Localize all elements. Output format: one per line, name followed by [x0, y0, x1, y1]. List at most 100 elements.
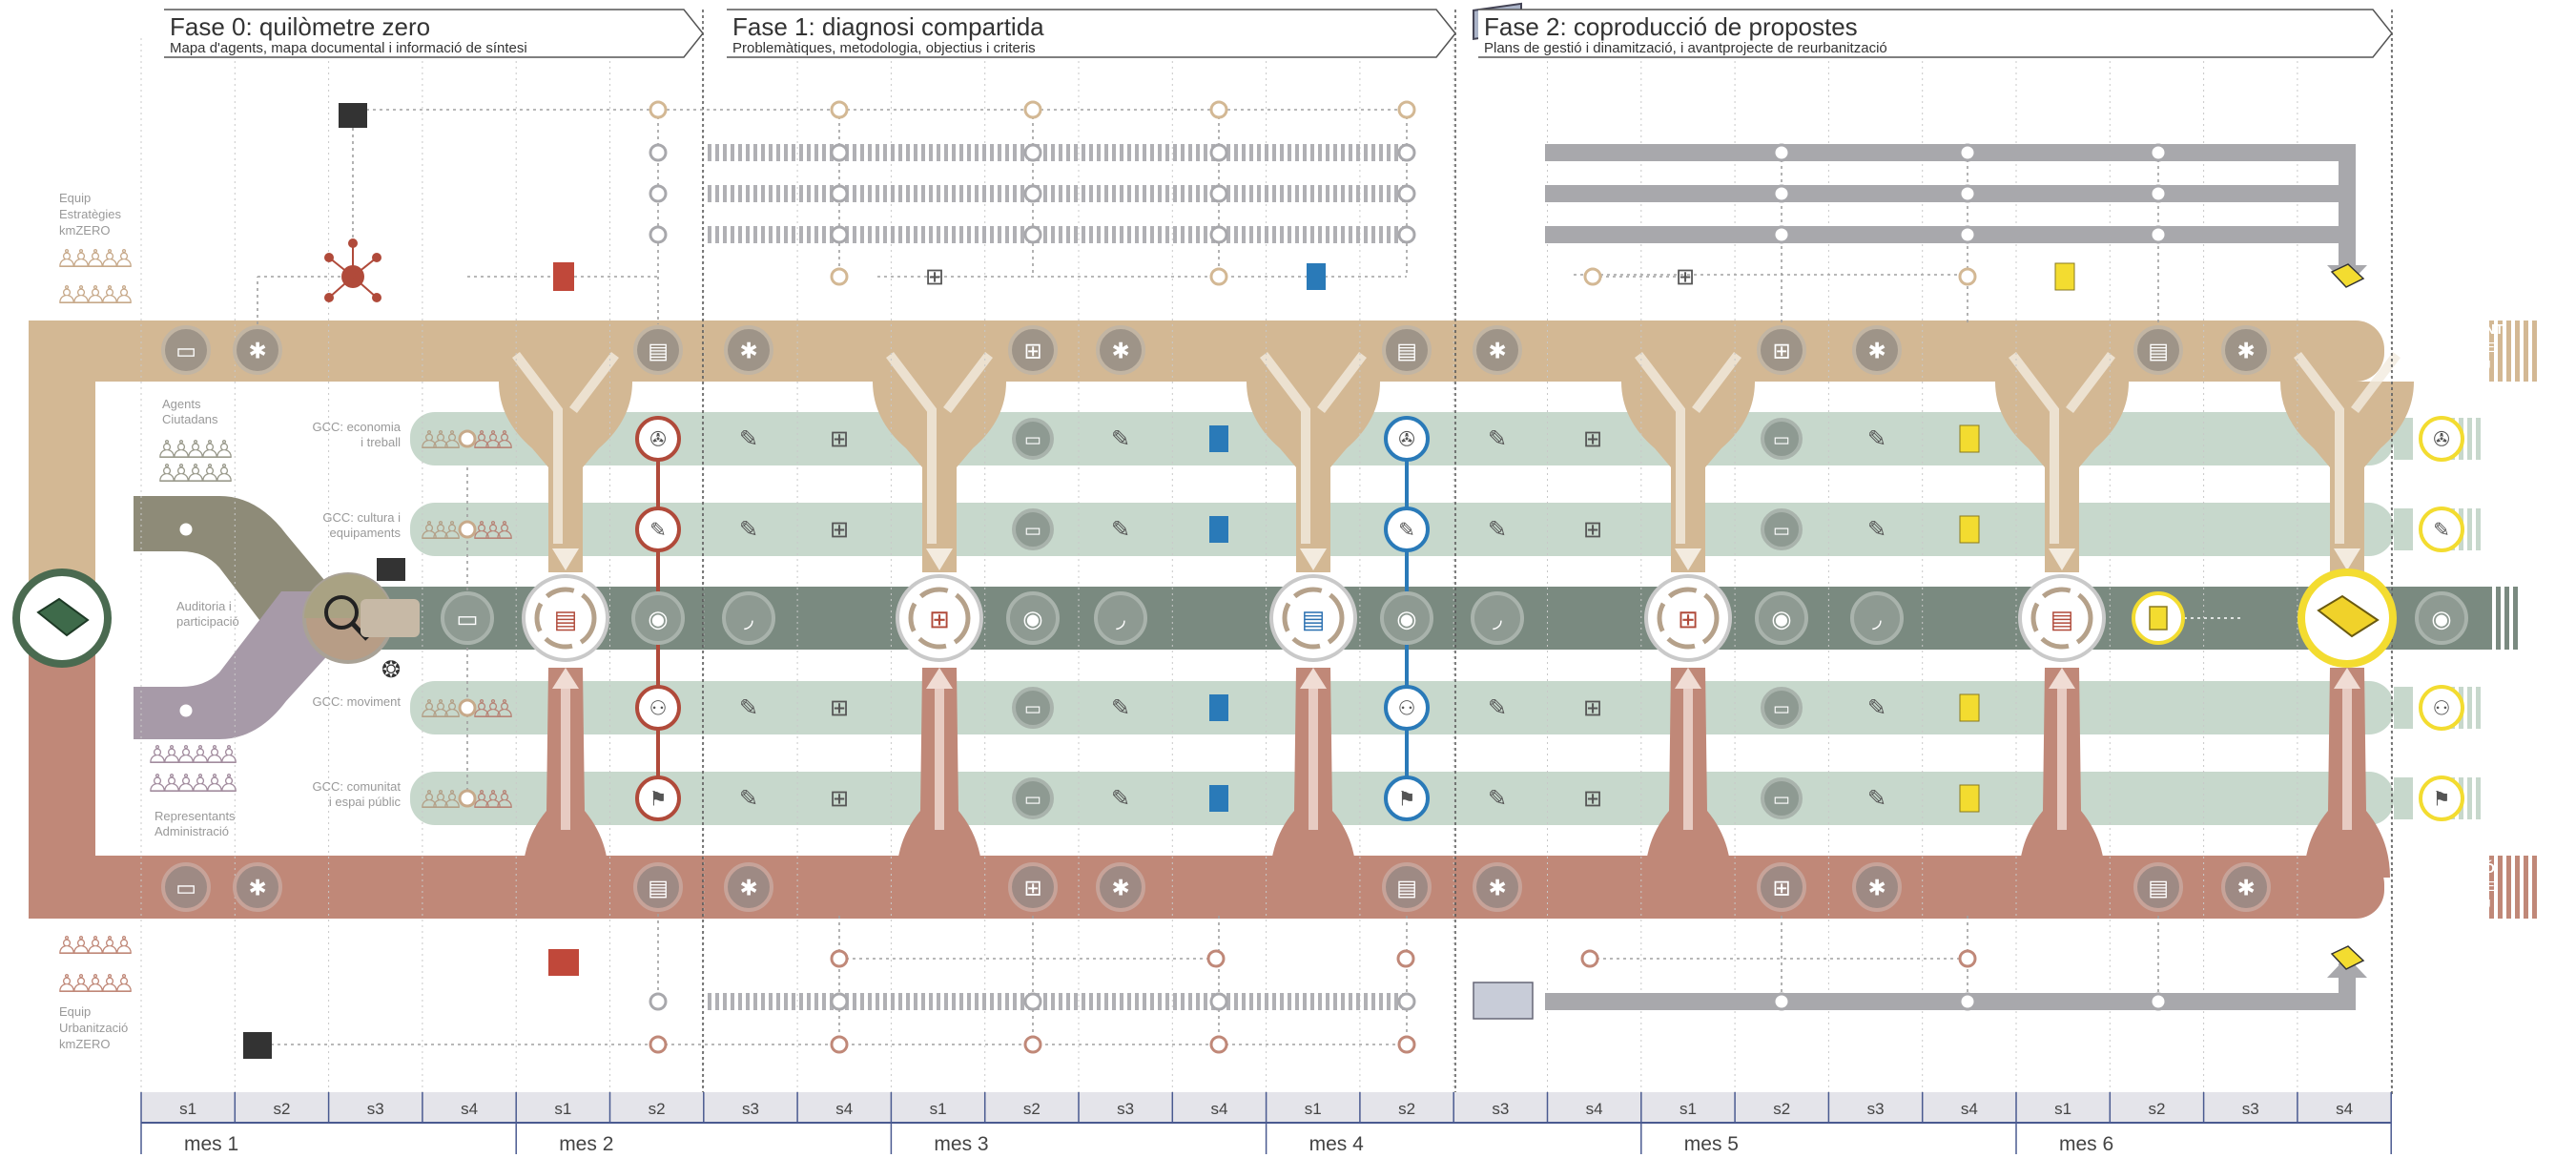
hatch-stripe	[799, 226, 803, 243]
diagram-icon: ⊞	[1772, 338, 1790, 362]
node-circle	[1384, 507, 1430, 552]
hatch-stripe	[1288, 226, 1291, 243]
node-circle	[635, 685, 681, 731]
hatch-stripe	[990, 144, 994, 161]
hatch-stripe	[1020, 144, 1024, 161]
people-icon: ♙	[429, 516, 451, 545]
people-icon: ♙	[482, 694, 504, 723]
people-icon: ♙	[418, 425, 440, 454]
hatch-stripe	[1318, 144, 1322, 161]
meeting-icon: ▭	[1024, 699, 1041, 719]
people-icon: ♙	[160, 769, 182, 797]
arrowhead	[1675, 548, 1701, 570]
team-top-label: kmZERO	[59, 223, 110, 238]
arrow-light	[2009, 351, 2059, 544]
hatch-stripe	[1013, 185, 1017, 202]
meeting-icon: ▭	[1773, 699, 1790, 719]
node-circle	[1761, 687, 1803, 729]
hatch-stripe	[807, 993, 811, 1010]
hatch-stripe	[1280, 993, 1284, 1010]
hatch-stripe	[1257, 226, 1261, 243]
hatch-stripe	[1188, 226, 1192, 243]
arrowhead	[2334, 668, 2360, 689]
people-icon: ♙	[189, 769, 211, 797]
hatch-stripe	[998, 144, 1001, 161]
wind-icon: ✇	[2433, 429, 2450, 451]
document-icon	[1209, 516, 1228, 543]
center-band-stripe	[2470, 587, 2475, 650]
hatch-stripe	[1135, 226, 1139, 243]
audit-label: participació	[176, 614, 239, 629]
people-icon: ♙	[170, 459, 192, 487]
people-icon: ♙	[70, 931, 92, 960]
phase-arrow	[1478, 9, 2393, 58]
hatch-stripe	[776, 185, 780, 202]
node-circle	[635, 775, 681, 821]
hatch-stripe	[753, 144, 757, 161]
hatch-stripe	[944, 185, 948, 202]
ring-node	[2149, 184, 2168, 203]
center-band-stripe	[2504, 587, 2509, 650]
hatched-bar	[708, 185, 1406, 202]
hatch-stripe	[715, 144, 719, 161]
hatch-stripe	[1158, 185, 1162, 202]
hatch-stripe	[1165, 993, 1169, 1010]
gcc-label: i espai públic	[329, 795, 402, 809]
node-circle	[2419, 685, 2464, 731]
hub-node: ▤	[2018, 574, 2106, 662]
document-icon: ✎	[1867, 517, 1886, 543]
node-circle	[2419, 775, 2464, 821]
phase-subtitle: Mapa d'agents, mapa documental i informa…	[170, 40, 527, 56]
week-label: s1	[930, 1100, 947, 1118]
node-circle	[1852, 325, 1902, 375]
hatch-stripe	[944, 144, 948, 161]
hatch-stripe	[799, 993, 803, 1010]
hatch-stripe	[1059, 185, 1062, 202]
hatch-stripe	[1089, 993, 1093, 1010]
phase-subtitle: Plans de gestió i dinamització, i avantp…	[1484, 40, 1887, 56]
hatch-stripe	[1326, 144, 1329, 161]
week-label: s3	[1117, 1100, 1134, 1118]
people-icon: ♙	[470, 785, 492, 814]
hatch-stripe	[1097, 993, 1101, 1010]
hatch-stripe	[1143, 993, 1146, 1010]
map-icon	[1473, 982, 1534, 1020]
hatch-stripe	[1326, 185, 1329, 202]
bottom-band-stripe	[2498, 856, 2503, 919]
people-icon: ♙	[113, 969, 134, 998]
arrowhead	[2334, 548, 2360, 570]
people-icon: ♙	[55, 280, 77, 309]
hatch-stripe	[1265, 185, 1268, 202]
diagram-icon: ⊞	[1023, 338, 1041, 362]
arrowhead	[926, 548, 953, 570]
node-circle	[1382, 862, 1432, 912]
hatch-stripe	[975, 993, 979, 1010]
network-icon	[372, 293, 381, 302]
diagram-icon: ⊞	[830, 426, 849, 452]
hatch-stripe	[959, 993, 963, 1010]
ring-node	[1772, 992, 1791, 1011]
meeting-icon: ▭	[1761, 508, 1803, 550]
hatch-stripe	[990, 226, 994, 243]
people-icon: ♙	[84, 931, 106, 960]
month-label: mes 4	[1309, 1133, 1365, 1155]
hatch-stripe	[731, 144, 734, 161]
hatch-stripe	[860, 993, 864, 1010]
hatch-stripe	[814, 993, 818, 1010]
node-circle	[631, 591, 685, 645]
hatch-stripe	[1318, 993, 1322, 1010]
hatch-stripe	[792, 144, 795, 161]
flow-in-top	[499, 382, 632, 572]
wind-icon: ✇	[1398, 429, 1415, 451]
hatch-stripe	[731, 993, 734, 1010]
gcc-stripe	[2476, 777, 2481, 819]
meeting-icon: ▭	[1012, 418, 1054, 460]
leaf-icon: ✎	[1384, 507, 1430, 552]
hatch-stripe	[715, 185, 719, 202]
hatch-stripe	[1074, 185, 1078, 202]
hatch-stripe	[822, 185, 826, 202]
document-icon: ▤	[2050, 605, 2074, 633]
hatch-stripe	[1104, 144, 1108, 161]
week-label: s3	[1492, 1100, 1509, 1118]
document-icon: ✎	[1867, 695, 1886, 721]
